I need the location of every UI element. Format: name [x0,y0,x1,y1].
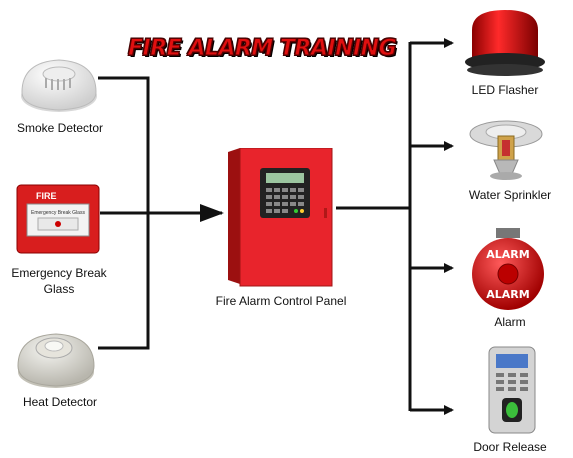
alarm-bell-icon: ALARM ALARM [472,228,544,310]
break-glass-label-line1: Emergency Break [11,266,107,280]
break-glass-small-text: Emergency Break Glass [31,210,85,216]
break-glass-label-line2: Glass [43,282,75,296]
control-panel-label: Fire Alarm Control Panel [215,294,347,308]
water-sprinkler-label: Water Sprinkler [468,188,552,202]
break-glass-label: Emergency Break Glass [4,265,114,297]
smoke-detector-icon [21,59,97,112]
led-flasher-icon [465,10,545,76]
break-glass-fire-text: FIRE [36,191,57,201]
alarm-bell-top-text: ALARM [486,248,529,261]
alarm-bell-bottom-text: ALARM [486,288,529,301]
led-flasher-label: LED Flasher [471,83,539,97]
break-glass-icon: FIRE Emergency Break Glass [16,184,100,254]
diagram-title: FIRE ALARM TRAINING [127,36,397,62]
control-panel-icon [228,148,333,287]
door-release-label: Door Release [473,440,547,454]
door-release-icon [488,346,536,434]
water-sprinkler-icon [469,120,543,180]
heat-detector-icon [17,333,95,388]
smoke-detector-label: Smoke Detector [16,121,104,135]
heat-detector-label: Heat Detector [22,395,98,409]
alarm-label: Alarm [494,315,526,329]
